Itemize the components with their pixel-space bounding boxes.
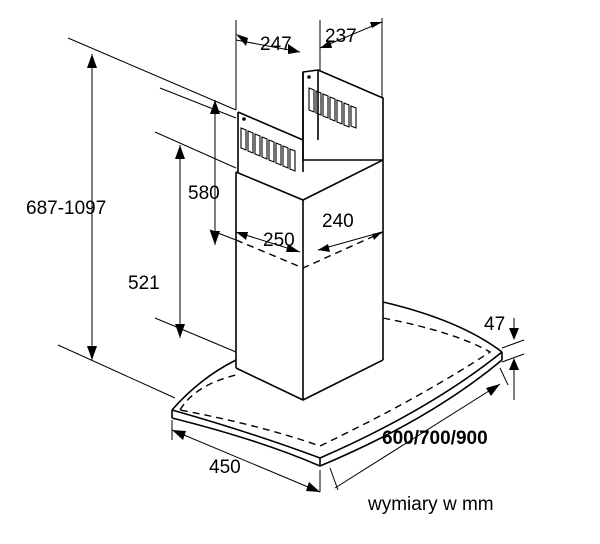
- label-canopy-depth: 450: [209, 457, 241, 478]
- vent-slots-left-icon: [240, 127, 296, 172]
- dimension-canopy-thickness: [501, 318, 525, 400]
- label-chimney-upper-height: 580: [188, 183, 220, 204]
- dimension-mid: [235, 231, 383, 253]
- upper-chimney: [237, 69, 384, 172]
- label-canopy-thickness: 47: [484, 314, 505, 335]
- label-chimney-upper-depth: 247: [260, 34, 292, 55]
- label-chimney-lower-depth: 250: [263, 230, 295, 251]
- canopy-filter-outline: [179, 317, 492, 447]
- label-chimney-lower-height: 521: [128, 273, 160, 294]
- dimension-total-height: [57, 37, 237, 399]
- vent-slots-right-icon: [308, 87, 357, 129]
- dimension-521: [154, 131, 237, 353]
- label-chimney-lower-width: 240: [322, 211, 354, 232]
- label-total-height: 687-1097: [26, 198, 106, 219]
- canopy: [171, 301, 503, 467]
- lower-chimney: [235, 159, 384, 401]
- dimension-canopy-width: [329, 367, 509, 491]
- dimension-canopy-depth: [171, 420, 321, 493]
- label-chimney-upper-width: 237: [325, 26, 357, 47]
- dimension-top: [235, 18, 383, 110]
- label-canopy-width: 600/700/900: [382, 428, 488, 449]
- chimney-overlap-line: [235, 231, 384, 269]
- dimension-580: [159, 87, 237, 245]
- label-units-note: wymiary w mm: [367, 494, 494, 515]
